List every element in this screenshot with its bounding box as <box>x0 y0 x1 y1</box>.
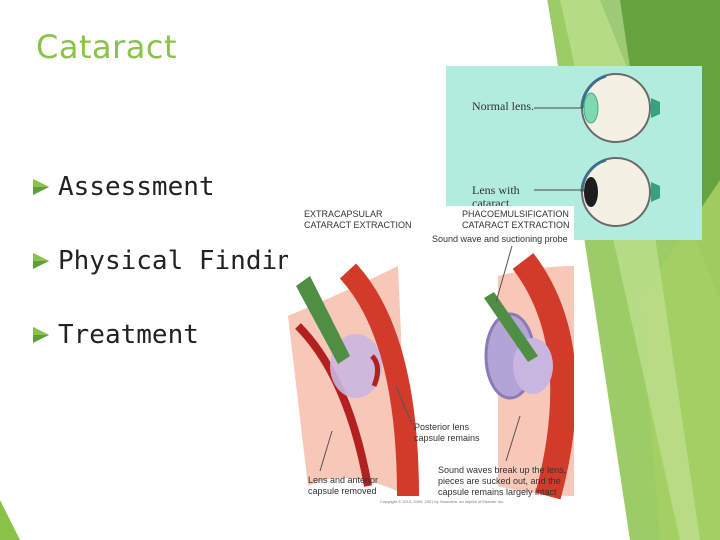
cataract-extraction-figure: EXTRACAPSULAR CATARACT EXTRACTION PHACOE… <box>288 206 577 506</box>
normal-lens-label: Normal lens. <box>472 99 534 113</box>
bullet-label: Physical Findings <box>58 246 325 276</box>
phaco-label-2: CATARACT EXTRACTION <box>462 220 570 230</box>
triangle-bullet-icon <box>33 253 49 269</box>
sound-label-3: capsule remains largely intact <box>438 487 557 497</box>
cataract-label-line1: Lens with <box>472 183 520 197</box>
bullet-label: Treatment <box>58 320 199 350</box>
normal-lens-figure: Normal lens. Lens with cataract. <box>446 66 702 240</box>
extracapsular-label-1: EXTRACAPSULAR <box>304 209 383 219</box>
phaco-label-1: PHACOEMULSIFICATION <box>462 209 569 219</box>
copyright-text: Copyright © 2013, 2009, 2007 by Saunders… <box>380 499 505 504</box>
triangle-bullet-icon <box>33 179 49 195</box>
sound-label-2: pieces are sucked out, and the <box>438 476 561 486</box>
slide-title: Cataract <box>36 28 178 66</box>
bullet-list: Assessment Physical Findings Treatment <box>30 150 324 372</box>
triangle-bullet-icon <box>33 327 49 343</box>
lens-anterior-label-1: Lens and anterior <box>308 475 379 485</box>
posterior-label-1: Posterior lens <box>414 422 470 432</box>
bullet-item: Physical Findings <box>30 224 324 298</box>
posterior-label-2: capsule remains <box>414 433 480 443</box>
bullet-item: Treatment <box>30 298 324 372</box>
bullet-item: Assessment <box>30 150 324 224</box>
lens-anterior-label-2: capsule removed <box>308 486 377 496</box>
extraction-diagram-icon <box>288 245 577 500</box>
probe-label: Sound wave and suctioning probe <box>432 234 568 244</box>
sound-label-1: Sound waves break up the lens, <box>438 465 567 475</box>
eye-diagram-icon <box>534 73 660 227</box>
bullet-label: Assessment <box>58 172 215 202</box>
extracapsular-label-2: CATARACT EXTRACTION <box>304 220 412 230</box>
